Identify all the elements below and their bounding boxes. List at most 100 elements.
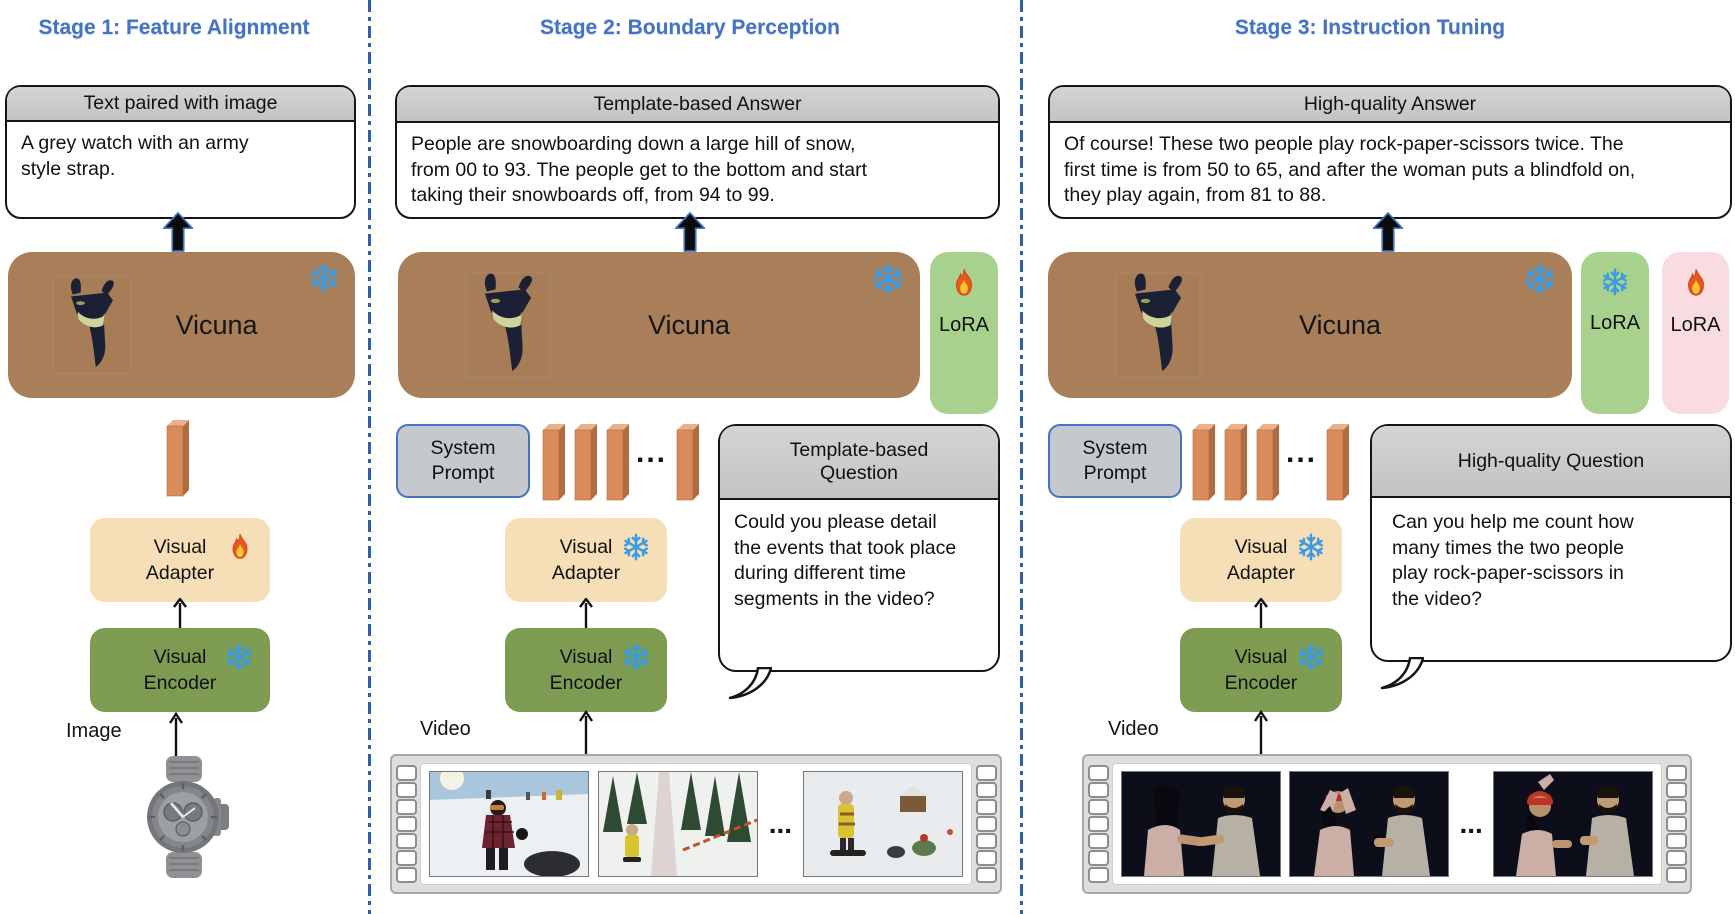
video-frame bbox=[1121, 771, 1281, 877]
lora-label: LoRA bbox=[1670, 314, 1721, 336]
video-frame bbox=[1493, 771, 1653, 877]
sprocket-hole bbox=[396, 850, 417, 866]
token-bar bbox=[674, 422, 700, 502]
snowflake-icon bbox=[1524, 263, 1556, 295]
sprocket-hole bbox=[1666, 782, 1687, 798]
stage3-question-header: High-quality Question bbox=[1372, 426, 1730, 498]
snowflake-icon bbox=[225, 643, 253, 671]
visual-adapter-label-line1: Visual bbox=[559, 535, 613, 558]
video-to-encoder-arrow bbox=[577, 710, 595, 756]
video-film-strip: ... bbox=[390, 754, 1002, 894]
system-prompt-line2: Prompt bbox=[431, 462, 495, 484]
system-prompt-line1: System bbox=[1082, 436, 1148, 459]
sprocket-hole bbox=[1666, 867, 1687, 883]
visual-encoder-box: Visual Encoder bbox=[505, 628, 667, 712]
snowflake-icon bbox=[309, 263, 339, 293]
visual-encoder-box: Visual Encoder bbox=[90, 628, 270, 712]
stage-divider bbox=[1020, 0, 1023, 914]
watch-image bbox=[133, 756, 235, 878]
video-frame bbox=[802, 771, 963, 877]
vicuna-label: Vicuna bbox=[647, 309, 731, 340]
visual-encoder-label-line2: Encoder bbox=[1224, 672, 1298, 694]
stage3-question-text: Can you help me count how many times the… bbox=[1392, 511, 1634, 611]
stage-divider bbox=[368, 0, 371, 914]
speech-bubble-tail bbox=[1380, 657, 1424, 690]
vicuna-model-box: Vicuna bbox=[8, 252, 355, 398]
stage2-output-box: Template-based Answer People are snowboa… bbox=[395, 85, 1000, 219]
stage3-question-box: High-quality Question Can you help me co… bbox=[1370, 424, 1732, 690]
visual-adapter-label-line1: Visual bbox=[153, 535, 207, 558]
snowflake-icon bbox=[622, 533, 650, 561]
stage3-output-text: Of course! These two people play rock-pa… bbox=[1064, 133, 1636, 207]
video-frame bbox=[429, 771, 589, 877]
visual-encoder-label-line2: Encoder bbox=[143, 672, 217, 694]
visual-adapter-label-line1: Visual bbox=[1234, 535, 1288, 558]
flame-icon bbox=[950, 268, 978, 298]
film-sprocket-holes bbox=[1088, 765, 1109, 883]
visual-adapter-label-line2: Adapter bbox=[145, 562, 215, 584]
token-bar bbox=[1324, 422, 1350, 502]
speech-bubble-tail bbox=[728, 667, 772, 700]
sprocket-hole bbox=[976, 833, 997, 849]
system-prompt-box: System Prompt bbox=[1048, 424, 1182, 498]
snowflake-icon bbox=[1297, 643, 1325, 671]
sprocket-hole bbox=[976, 782, 997, 798]
sprocket-hole bbox=[1666, 799, 1687, 815]
token-bar bbox=[572, 422, 598, 502]
lora-module: LoRA bbox=[1581, 252, 1649, 414]
visual-adapter-label-line2: Adapter bbox=[551, 562, 621, 584]
video-frame bbox=[1289, 771, 1450, 877]
visual-adapter-box: Visual Adapter bbox=[1180, 518, 1342, 602]
lora-module: LoRA bbox=[1662, 252, 1729, 414]
stage2-output-text: People are snowboarding down a large hil… bbox=[411, 133, 868, 207]
vicuna-model-box: Vicuna bbox=[398, 252, 920, 398]
vicuna-label: Vicuna bbox=[1298, 309, 1382, 340]
sprocket-hole bbox=[1666, 816, 1687, 832]
stage3-title: Stage 3: Instruction Tuning bbox=[1234, 16, 1506, 39]
film-sprocket-holes bbox=[396, 765, 417, 883]
sprocket-hole bbox=[1088, 799, 1109, 815]
frames-ellipsis: ... bbox=[768, 808, 793, 839]
sprocket-hole bbox=[396, 799, 417, 815]
visual-encoder-box: Visual Encoder bbox=[1180, 628, 1342, 712]
token-bar bbox=[1190, 422, 1216, 502]
sprocket-hole bbox=[396, 765, 417, 781]
flame-icon bbox=[1682, 268, 1710, 298]
visual-adapter-box: Visual Adapter bbox=[90, 518, 270, 602]
sprocket-hole bbox=[396, 833, 417, 849]
sprocket-hole bbox=[1666, 833, 1687, 849]
token-bar bbox=[164, 418, 190, 498]
film-sprocket-holes bbox=[1666, 765, 1687, 883]
video-frame bbox=[597, 771, 758, 877]
image-to-encoder-arrow bbox=[167, 712, 185, 758]
lora-module: LoRA bbox=[930, 252, 998, 414]
sprocket-hole bbox=[1088, 867, 1109, 883]
stage1-output-header: Text paired with image bbox=[7, 87, 354, 122]
stage1-title: Stage 1: Feature Alignment bbox=[38, 16, 310, 39]
sprocket-hole bbox=[976, 765, 997, 781]
stage2-output-header: Template-based Answer bbox=[397, 87, 998, 123]
sprocket-hole bbox=[396, 816, 417, 832]
sprocket-hole bbox=[1088, 765, 1109, 781]
visual-adapter-box: Visual Adapter bbox=[505, 518, 667, 602]
encoder-to-adapter-arrow bbox=[173, 598, 187, 630]
lora-label: LoRA bbox=[938, 314, 990, 336]
video-film-strip: ... bbox=[1082, 754, 1692, 894]
video-to-encoder-arrow bbox=[1252, 710, 1270, 756]
sprocket-hole bbox=[1088, 850, 1109, 866]
sprocket-hole bbox=[396, 782, 417, 798]
sprocket-hole bbox=[976, 850, 997, 866]
sprocket-hole bbox=[1088, 782, 1109, 798]
output-arrow bbox=[673, 212, 707, 252]
sprocket-hole bbox=[976, 799, 997, 815]
sprocket-hole bbox=[396, 867, 417, 883]
sprocket-hole bbox=[1088, 833, 1109, 849]
video-input-label: Video bbox=[1108, 718, 1159, 740]
visual-encoder-label-line2: Encoder bbox=[549, 672, 623, 694]
stage2-question-text: Could you please detail the events that … bbox=[734, 511, 957, 611]
visual-encoder-label-line1: Visual bbox=[1234, 645, 1288, 668]
stage2-title: Stage 2: Boundary Perception bbox=[540, 16, 840, 39]
stage1-output-text: A grey watch with an army style strap. bbox=[21, 132, 249, 180]
token-ellipsis: ... bbox=[636, 436, 668, 469]
sprocket-hole bbox=[1088, 816, 1109, 832]
